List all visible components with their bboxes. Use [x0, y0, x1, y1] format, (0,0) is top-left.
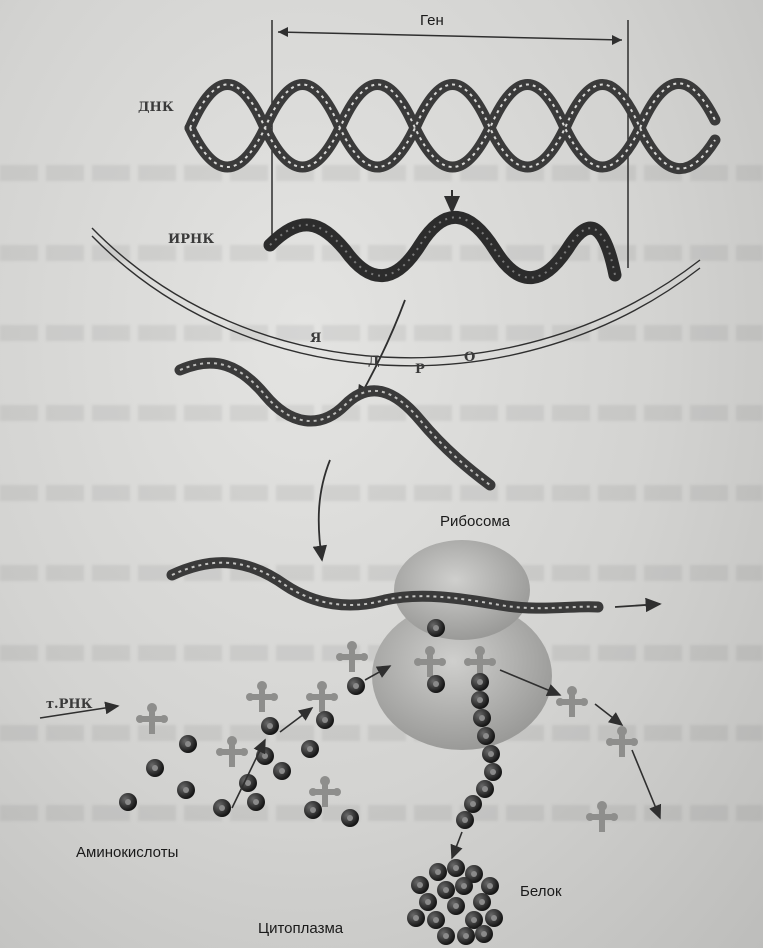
- ribosome-label: Рибосома: [440, 513, 510, 530]
- cytoplasm-arrows: [40, 666, 660, 858]
- ribosome: [372, 540, 552, 750]
- gene-label: Ген: [420, 12, 444, 29]
- amino-acids-label: Аминокислоты: [76, 844, 178, 861]
- cytoplasm-mrna: [180, 363, 490, 485]
- cytoplasm-mrna-texture: [180, 363, 490, 485]
- mrna-out-arrow: [615, 604, 660, 607]
- nucleus-letter-4: О: [464, 350, 475, 365]
- nucleus-letter-3: Р: [415, 362, 425, 377]
- to-ribosome-arrow: [319, 460, 330, 560]
- translating-mrna: [172, 563, 598, 609]
- protein-label: Белок: [520, 883, 562, 900]
- nucleus-letter-1: Я: [310, 331, 321, 346]
- dna-label: ДНК: [138, 100, 174, 115]
- mrna-label: ИРНК: [168, 232, 214, 247]
- dna-helix: [190, 83, 715, 168]
- nucleus-letter-2: Д: [368, 354, 380, 369]
- protein-globule: [407, 859, 503, 945]
- cytoplasm-label: Цитоплазма: [258, 920, 343, 937]
- trna-label: т.РНК: [46, 697, 92, 712]
- mrna-strand: [270, 217, 615, 277]
- export-arrow: [358, 300, 405, 400]
